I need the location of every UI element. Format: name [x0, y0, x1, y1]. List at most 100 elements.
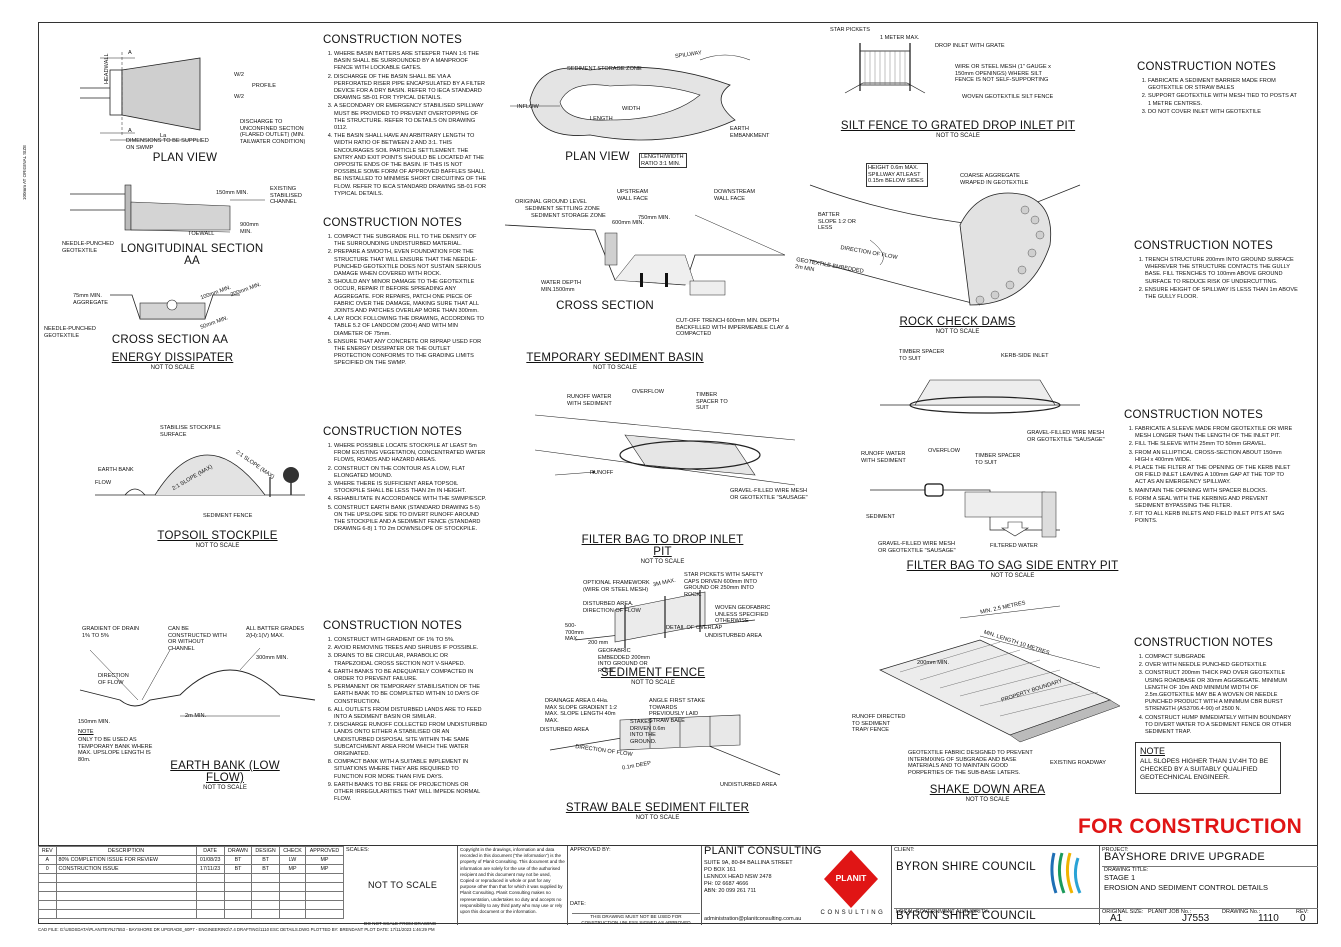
- label-ogl: ORIGINAL GROUND LEVEL: [515, 199, 587, 205]
- notes-list: WHERE BASIN BATTERS ARE STEEPER THAN 1:6…: [323, 51, 488, 198]
- scales-cell: SCALES: NOT TO SCALE DO NOT SCALE FROM D…: [344, 846, 458, 926]
- label-300-min: 300mm MIN.: [256, 655, 289, 661]
- sediment-fence-title-block: SEDIMENT FENCE NOT TO SCALE: [598, 667, 708, 686]
- note-item: DO NOT COVER INLET WITH GEOTEXTILE: [1148, 109, 1297, 116]
- note-item: FABRICATE A SLEEVE MADE FROM GEOTEXTILE …: [1135, 426, 1294, 440]
- label-750-min: 750mm MIN.: [638, 215, 671, 221]
- silt-fence-title: SILT FENCE TO GRATED DROP INLET PIT: [840, 120, 1076, 132]
- not-to-scale: NOT TO SCALE: [631, 680, 675, 686]
- notes-heading: CONSTRUCTION NOTES: [323, 426, 463, 438]
- note-item: CONSTRUCT HUMP IMMEDIATELY WITHIN BOUNDA…: [1145, 715, 1299, 737]
- label-timber-spacer: TIMBER SPACER TO SUIT: [899, 349, 945, 362]
- label-w2: W/2: [234, 72, 244, 78]
- drawing-title-2: EROSION AND SEDIMENT CONTROL DETAILS: [1104, 883, 1269, 892]
- note-item: FORM A SEAL WITH THE KERBING AND PREVENT…: [1135, 496, 1294, 510]
- label-profile: PROFILE: [252, 83, 276, 89]
- note-item: SUPPORT GEOTEXTILE WITH MESH TIED TO POS…: [1148, 93, 1297, 107]
- note-item: CONSTRUCT EARTH BANK (STANDARD DRAWING 5…: [334, 505, 488, 534]
- notes-list: COMPACT THE SUBGRADE FILL TO THE DENSITY…: [323, 234, 488, 368]
- table-row: A 80% COMPLETION ISSUE FOR REVIEW 01/08/…: [38, 855, 345, 865]
- label-sediment: SEDIMENT: [866, 514, 895, 520]
- label-runoff-directed: RUNOFF DIRECTED TO SEDIMENT TRAP/ FENCE: [852, 714, 906, 733]
- company-address-line: SUITE 9A, 80-84 BALLINA STREET: [704, 860, 793, 866]
- note-item: PERMANENT OR TEMPORARY STABILISATION OF …: [334, 684, 488, 706]
- revision-table: REV DESCRIPTION DATE DRAWN DESIGN CHECK …: [38, 846, 345, 919]
- label-gravel-sausage: GRAVEL-FILLED WIRE MESH OR GEOTEXTILE "S…: [730, 488, 808, 501]
- notes-list: WHERE POSSIBLE LOCATE STOCKPILE AT LEAST…: [323, 443, 488, 533]
- company-cell: PLANIT CONSULTING SUITE 9A, 80-84 BALLIN…: [702, 846, 892, 925]
- for-construction-stamp: FOR CONSTRUCTION: [1078, 815, 1303, 838]
- note-item: DISCHARGE RUNOFF COLLECTED FROM UNDISTUR…: [334, 722, 488, 758]
- shake-down-drawing: [879, 605, 1121, 743]
- client-name: BYRON SHIRE COUNCIL: [896, 861, 1036, 873]
- title-block: REV DESCRIPTION DATE DRAWN DESIGN CHECK …: [38, 845, 1318, 926]
- label-runoff-water: RUNOFF WATER WITH SEDIMENT: [567, 394, 612, 407]
- label-storage-zone-2: SEDIMENT STORAGE ZONE: [531, 213, 606, 219]
- client-cell: CLIENT: BYRON SHIRE COUNCIL LOCAL GOVERN…: [892, 846, 1100, 925]
- straw-bale-drawing: [549, 714, 781, 776]
- label-height: HEIGHT 0.6m MAX. SPILLWAY ATLEAST 0.15m …: [866, 163, 928, 187]
- construction-notes-dissipater: CONSTRUCTION NOTES COMPACT THE SUBGRADE …: [323, 217, 488, 369]
- rev-cell: MP: [304, 855, 345, 865]
- shake-down-title: SHAKE DOWN AREA: [929, 784, 1046, 796]
- note-item: FIT TO ALL KERB INLETS AND FIELD INLET P…: [1135, 511, 1294, 525]
- note-item: LAY ROCK FOLLOWING THE DRAWING, ACCORDIN…: [334, 316, 488, 338]
- basin-title: TEMPORARY SEDIMENT BASIN: [526, 352, 704, 364]
- notes-heading: CONSTRUCTION NOTES: [1137, 61, 1277, 73]
- note-item: COMPACT THE SUBGRADE FILL TO THE DENSITY…: [334, 234, 488, 248]
- rev-cell: 0: [38, 864, 57, 874]
- job-label: PLANIT JOB No.:: [1148, 909, 1191, 915]
- construction-notes-earthbank: CONSTRUCTION NOTES CONSTRUCT WITH GRADIE…: [323, 620, 488, 804]
- basin-plan-drawing: [510, 54, 751, 141]
- earth-bank-title-block: EARTH BANK (LOW FLOW) NOT TO SCALE: [150, 760, 300, 791]
- label-woven-silt: WOVEN GEOTEXTILE SILT FENCE: [962, 94, 1054, 100]
- label-length: LENGTH: [590, 116, 613, 122]
- rev-header: DESCRIPTION: [55, 846, 197, 856]
- label-geotextile-fabric: GEOTEXTILE FABRIC DESIGNED TO PREVENT IN…: [908, 750, 1033, 776]
- label-earth-bank: EARTH BANK: [98, 467, 134, 473]
- sag-plan-drawing: [880, 379, 1080, 414]
- label-batter-slope: BATTER SLOPE 1:2 OR LESS: [818, 212, 856, 231]
- rev-cell: CONSTRUCTION ISSUE: [55, 864, 197, 874]
- lga-name: BYRON SHIRE COUNCIL: [896, 910, 1036, 922]
- rev-cell: BT: [223, 864, 253, 874]
- rev-cell: 01/08/23: [195, 855, 225, 865]
- silt-fence-drawing: [844, 43, 926, 94]
- sediment-fence-drawing: [574, 590, 756, 648]
- label-flow: FLOW: [95, 480, 112, 486]
- label-overflow: OVERFLOW: [632, 389, 665, 395]
- label-star-pickets: STAR PICKETS WITH SAFETY CAPS DRIVEN 600…: [684, 572, 764, 598]
- rev-header: APPROVED: [304, 846, 345, 856]
- label-runoff: RUNOFF: [590, 470, 614, 476]
- date-label: DATE:: [570, 901, 586, 907]
- label-ratio: LENGTH/WIDTH RATIO 3:1 MIN.: [639, 153, 687, 168]
- label-cutoff: CUT-OFF TRENCH 600mm MIN. DEPTH BACKFILL…: [676, 318, 789, 337]
- filter-bag-drop-title-block: FILTER BAG TO DROP INLET PIT NOT TO SCAL…: [575, 534, 750, 565]
- drawing-sheet: [38, 22, 1318, 924]
- label-inflow: INFLOW: [517, 104, 539, 110]
- rev-cell: MP: [279, 864, 306, 874]
- straw-bale-title: STRAW BALE SEDIMENT FILTER: [565, 802, 750, 814]
- label-timber-spacer: TIMBER SPACER TO SUIT: [975, 453, 1021, 466]
- label-embankment: EARTH EMBANKMENT: [730, 126, 770, 139]
- drawing-no-label: DRAWING No.:: [1222, 909, 1260, 915]
- label-wire-mesh: WIRE OR STEEL MESH (1" GAUGE x 150mm OPE…: [955, 64, 1051, 83]
- label-can-be: CAN BE CONSTRUCTED WITH OR WITHOUT CHANN…: [168, 626, 227, 652]
- rev-header: REV: [38, 846, 57, 856]
- plan-view-drawing: [80, 52, 201, 141]
- note-item: ALL OUTLETS FROM DISTURBED LANDS ARE TO …: [334, 707, 488, 721]
- label-undisturbed: UNDISTURBED AREA: [705, 633, 762, 639]
- label-900-min: 900mm MIN.: [240, 222, 259, 235]
- note-item: FROM AN ELLIPTICAL CROSS-SECTION ABOUT 1…: [1135, 450, 1294, 464]
- label-w2: W/2: [234, 94, 244, 100]
- label-width: WIDTH: [622, 106, 641, 112]
- label-stakes: STAKES DRIVEN 0.6m INTO THE GROUND.: [630, 719, 666, 745]
- label-stabilise: STABILISE STOCKPILE SURFACE: [160, 425, 221, 438]
- not-to-scale: NOT TO SCALE: [593, 365, 637, 371]
- scale-bar-label: 100mm AT ORIGINAL SIZE: [22, 144, 27, 200]
- notes-heading: CONSTRUCTION NOTES: [323, 34, 463, 46]
- notes-heading: CONSTRUCTION NOTES: [1134, 240, 1274, 252]
- filter-bag-sag-title-block: FILTER BAG TO SAG SIDE ENTRY PIT NOT TO …: [905, 560, 1120, 579]
- company-name: PLANIT CONSULTING: [704, 845, 822, 857]
- note-item: WHERE BASIN BATTERS ARE STEEPER THAN 1:6…: [334, 51, 488, 73]
